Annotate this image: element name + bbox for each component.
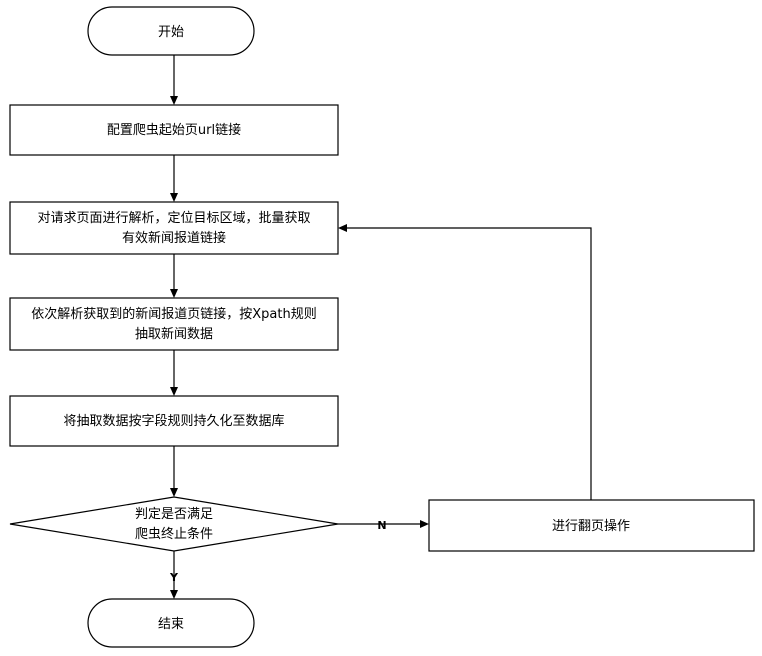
extract-data-process-box [10,298,338,350]
arrow-decision-to-end: Y [169,551,179,599]
persist-label: 将抽取数据按字段规则持久化至数据库 [63,413,284,429]
arrowhead [170,488,178,497]
parse-page-process-box [10,202,338,254]
arrowhead [338,224,347,232]
config-url-label: 配置爬虫起始页url链接 [107,122,241,138]
parse-page-node: 对请求页面进行解析，定位目标区域，批量获取 有效新闻报道链接 [10,202,338,254]
edge-label-yes: Y [169,571,179,584]
decision-label-line1: 判定是否满足 [135,507,213,522]
arrow-start-to-config [170,55,178,105]
connector-line [346,228,591,500]
arrow-next-page-loop-to-parse [338,224,591,500]
start-label: 开始 [158,25,184,40]
next-page-label: 进行翻页操作 [552,518,630,534]
arrow-persist-to-decision [170,446,178,497]
parse-page-label-line1: 对请求页面进行解析，定位目标区域，批量获取 [37,211,310,226]
extract-data-label-line1: 依次解析获取到的新闻报道页链接，按Xpath规则 [31,306,316,322]
extract-data-label-line2: 抽取新闻数据 [135,326,213,342]
arrow-config-to-parse [170,155,178,202]
arrow-extract-to-persist [170,350,178,396]
end-node: 结束 [88,599,254,647]
config-url-node: 配置爬虫起始页url链接 [10,105,338,155]
arrowhead [170,193,178,202]
start-node: 开始 [88,7,254,55]
parse-page-label-line2: 有效新闻报道链接 [122,230,226,246]
arrow-decision-to-next-page: N [338,519,429,532]
edge-label-no: N [377,519,386,532]
decision-node: 判定是否满足 爬虫终止条件 [10,497,338,551]
next-page-node: 进行翻页操作 [429,500,754,551]
persist-node: 将抽取数据按字段规则持久化至数据库 [10,396,338,446]
arrowhead [170,96,178,105]
arrowhead [170,387,178,396]
decision-label-line2: 爬虫终止条件 [135,526,213,542]
arrowhead [420,520,429,528]
arrowhead [170,289,178,298]
decision-diamond-shape [10,497,338,551]
arrow-parse-to-extract [170,254,178,298]
extract-data-node: 依次解析获取到的新闻报道页链接，按Xpath规则 抽取新闻数据 [10,298,338,350]
arrowhead [170,590,178,599]
end-label: 结束 [158,617,184,632]
